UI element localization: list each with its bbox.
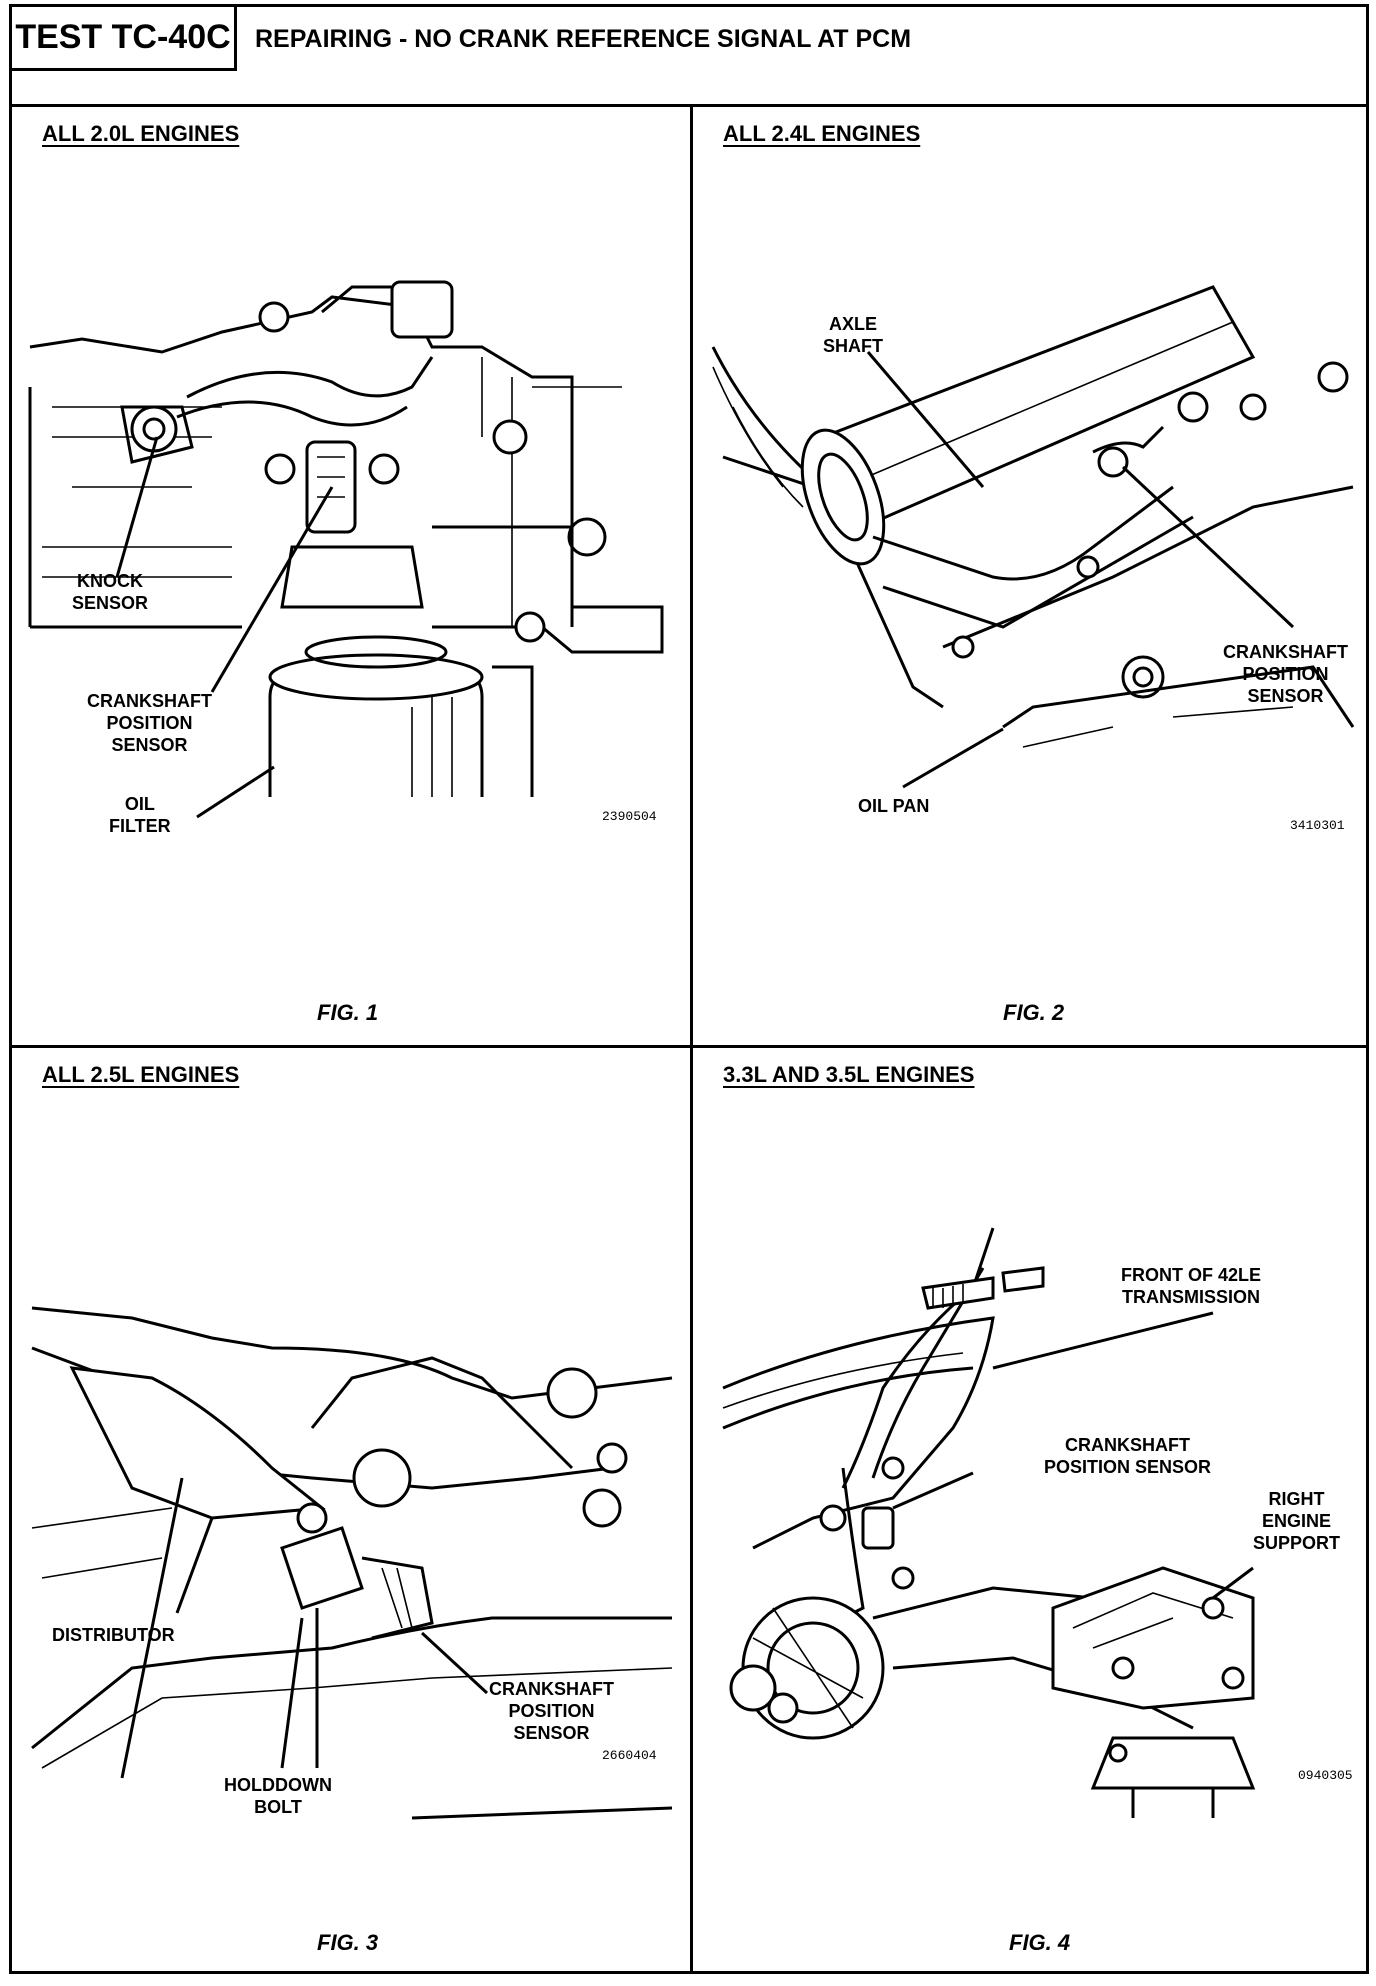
- panel-3-3l-3-5l: 3.3L AND 3.5L ENGINES: [693, 1048, 1366, 1971]
- page-title: REPAIRING - NO CRANK REFERENCE SIGNAL AT…: [255, 25, 912, 53]
- page-header: TEST TC-40C REPAIRING - NO CRANK REFEREN…: [12, 7, 1366, 107]
- figure-caption: FIG. 4: [1009, 1930, 1071, 1955]
- figure-caption: FIG. 1: [317, 1000, 379, 1025]
- vertical-divider: [690, 107, 693, 1971]
- figure-code: 2390504: [602, 809, 657, 824]
- figure-code: 3410301: [1290, 818, 1345, 833]
- figure-caption: FIG. 2: [1003, 1000, 1065, 1025]
- panel-2-5l: ALL 2.5L ENGINES: [12, 1048, 690, 1971]
- panel-title: ALL 2.0L ENGINES: [42, 121, 240, 146]
- panel-2-0l: ALL 2.0L ENGINES: [12, 107, 690, 1045]
- test-id: TEST TC-40C: [12, 7, 237, 71]
- engine-illustration-3-3l: [722, 1227, 1256, 1818]
- panel-title: ALL 2.5L ENGINES: [42, 1062, 240, 1087]
- label-distributor: DISTRIBUTOR: [52, 1625, 175, 1645]
- engine-illustration-2-4l: [711, 285, 1355, 789]
- label-oil-pan: OIL PAN: [858, 796, 930, 816]
- figure-code: 0940305: [1298, 1768, 1353, 1783]
- engine-illustration-2-0l: [28, 280, 664, 819]
- figure-caption: FIG. 3: [317, 1930, 379, 1955]
- figure-code: 2660404: [602, 1748, 657, 1763]
- page-frame: TEST TC-40C REPAIRING - NO CRANK REFEREN…: [9, 4, 1369, 1974]
- horizontal-divider: [12, 1045, 1366, 1048]
- panel-title: 3.3L AND 3.5L ENGINES: [723, 1062, 975, 1087]
- panel-title: ALL 2.4L ENGINES: [723, 121, 921, 146]
- panel-2-4l: ALL 2.4L ENGINES: [693, 107, 1366, 1045]
- engine-illustration-2-5l: [31, 1306, 673, 1820]
